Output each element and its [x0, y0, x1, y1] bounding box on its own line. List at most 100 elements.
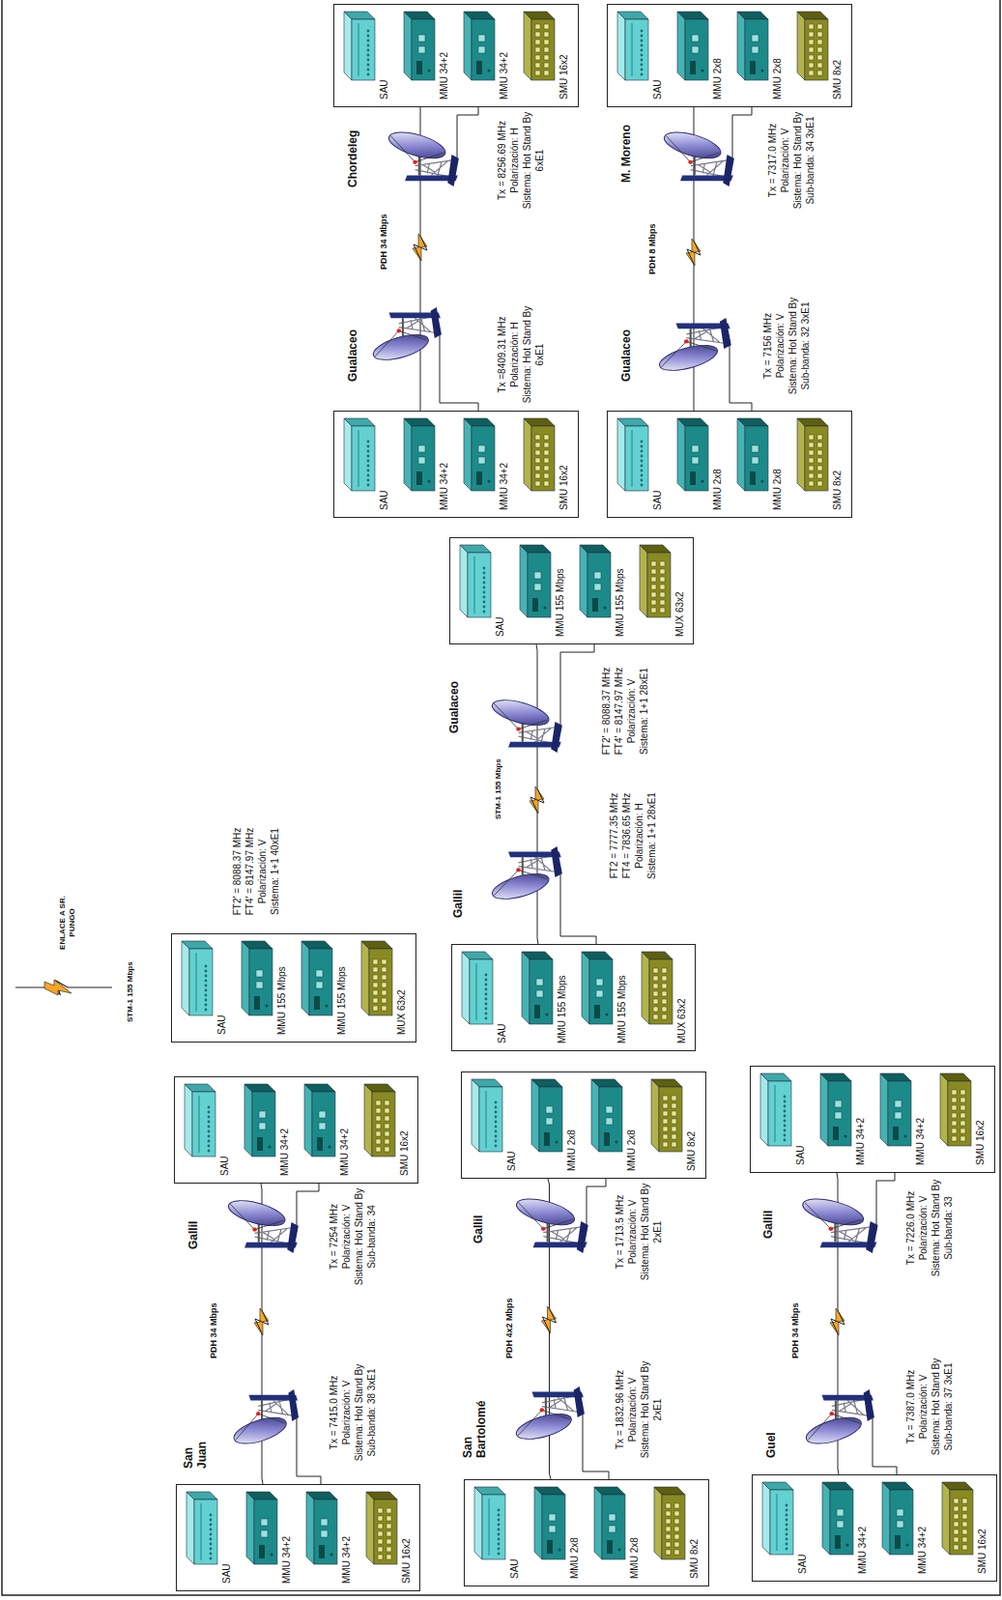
unit-led: [783, 1129, 787, 1133]
unit-led: [367, 29, 371, 33]
unit-port: [651, 607, 657, 613]
unit-port: [594, 583, 602, 591]
unit-port: [817, 62, 823, 68]
unit-led: [367, 469, 371, 473]
unit-slot: [749, 471, 756, 486]
unit-led: [640, 474, 644, 478]
unit-slot: [749, 60, 756, 75]
unit-port: [478, 46, 486, 54]
unit-side: [463, 11, 495, 20]
unit-port: [534, 583, 542, 591]
link-label: PDH 34 Mbps: [208, 1302, 220, 1359]
station-name: Gualaceo: [619, 329, 633, 382]
antenna-base: [550, 721, 563, 753]
unit-led: [268, 1145, 272, 1149]
unit-side: [942, 1482, 974, 1490]
unit-front: [309, 948, 333, 1016]
unit-led: [497, 1509, 501, 1513]
unit-led: [204, 979, 208, 983]
unit-led: [785, 1543, 789, 1546]
unit-led: [783, 1100, 787, 1104]
unit-led: [204, 989, 208, 993]
unit-port: [375, 1123, 381, 1129]
unit-port: [674, 1542, 680, 1547]
antenna-dish: [799, 1193, 878, 1254]
unit-port: [258, 1111, 266, 1118]
unit-port: [953, 1537, 959, 1543]
unit-top: [641, 951, 650, 1025]
equipment-unit: MMU 155 Mbps: [575, 541, 632, 641]
antenna-tower: [399, 315, 435, 333]
antenna-dish: [488, 694, 563, 753]
unit-port: [384, 1139, 390, 1145]
unit-top: [343, 11, 352, 81]
unit-led: [209, 1518, 213, 1522]
unit-port: [381, 982, 387, 988]
unit-port: [659, 600, 665, 605]
unit-top: [459, 544, 468, 618]
unit-port: [536, 978, 544, 986]
unit-port: [377, 1516, 383, 1521]
unit-led: [701, 480, 705, 484]
unit-front: [531, 426, 555, 491]
unit-led: [640, 484, 644, 487]
unit-port: [372, 982, 378, 988]
unit-port: [951, 1105, 957, 1111]
unit-port: [543, 62, 549, 68]
unit-front: [830, 1489, 854, 1555]
unit-port: [896, 1520, 904, 1528]
link-parameters: Tx = 7317.0 MHz Polarización: V Sistema:…: [766, 109, 817, 212]
unit-port: [384, 1123, 390, 1129]
unit-port: [381, 1005, 387, 1011]
unit-led: [367, 68, 371, 72]
unit-top: [474, 1487, 483, 1560]
unit-front: [770, 1489, 794, 1555]
unit-detail: [196, 952, 198, 1012]
equipment-unit: MMU 155 Mbps: [577, 947, 634, 1048]
radio-link-line: [15, 980, 113, 995]
unit-port: [674, 1549, 680, 1555]
unit-port: [665, 1511, 671, 1517]
unit-port: [548, 1525, 556, 1533]
station-name: Gallil: [451, 889, 465, 918]
unit-led: [367, 34, 371, 38]
unit-top: [797, 418, 805, 491]
unit-label: SAU: [216, 1014, 229, 1035]
antenna-feed-point: [828, 1227, 833, 1232]
unit-port: [671, 1111, 677, 1117]
unit-port: [662, 1126, 668, 1132]
unit-led: [207, 1149, 211, 1153]
unit-port: [808, 450, 814, 456]
unit-led: [783, 1105, 787, 1109]
unit-led: [497, 1523, 501, 1527]
unit-port: [377, 1539, 383, 1545]
unit-led: [494, 1111, 498, 1115]
unit-port: [535, 55, 541, 60]
antenna-base: [865, 1221, 878, 1254]
unit-led: [209, 1543, 213, 1546]
unit-front: [949, 1489, 974, 1555]
unit-port: [836, 1509, 844, 1517]
equipment-unit: MMU 34+2: [459, 7, 516, 104]
unit-side: [246, 1491, 278, 1500]
unit-port: [808, 55, 814, 60]
unit-top: [246, 1491, 255, 1565]
unit-led: [204, 984, 208, 988]
unit-port: [808, 481, 814, 487]
unit-label: MMU 155 Mbps: [614, 568, 627, 637]
unit-port: [962, 1537, 968, 1543]
unit-port: [665, 1526, 671, 1532]
unit-top: [361, 941, 370, 1016]
unit-port: [536, 990, 544, 998]
unit-side: [244, 1084, 276, 1092]
unit-front: [542, 1494, 566, 1560]
unit-front: [828, 1081, 852, 1146]
unit-side: [651, 1079, 683, 1088]
antenna-wire: [296, 1183, 319, 1232]
link-label: STM-1 155 Mbps: [492, 758, 504, 820]
unit-front: [744, 19, 769, 81]
equipment-unit: SAU: [177, 937, 234, 1039]
unit-led: [545, 1013, 549, 1017]
unit-port: [951, 1136, 957, 1142]
unit-port: [659, 576, 665, 582]
